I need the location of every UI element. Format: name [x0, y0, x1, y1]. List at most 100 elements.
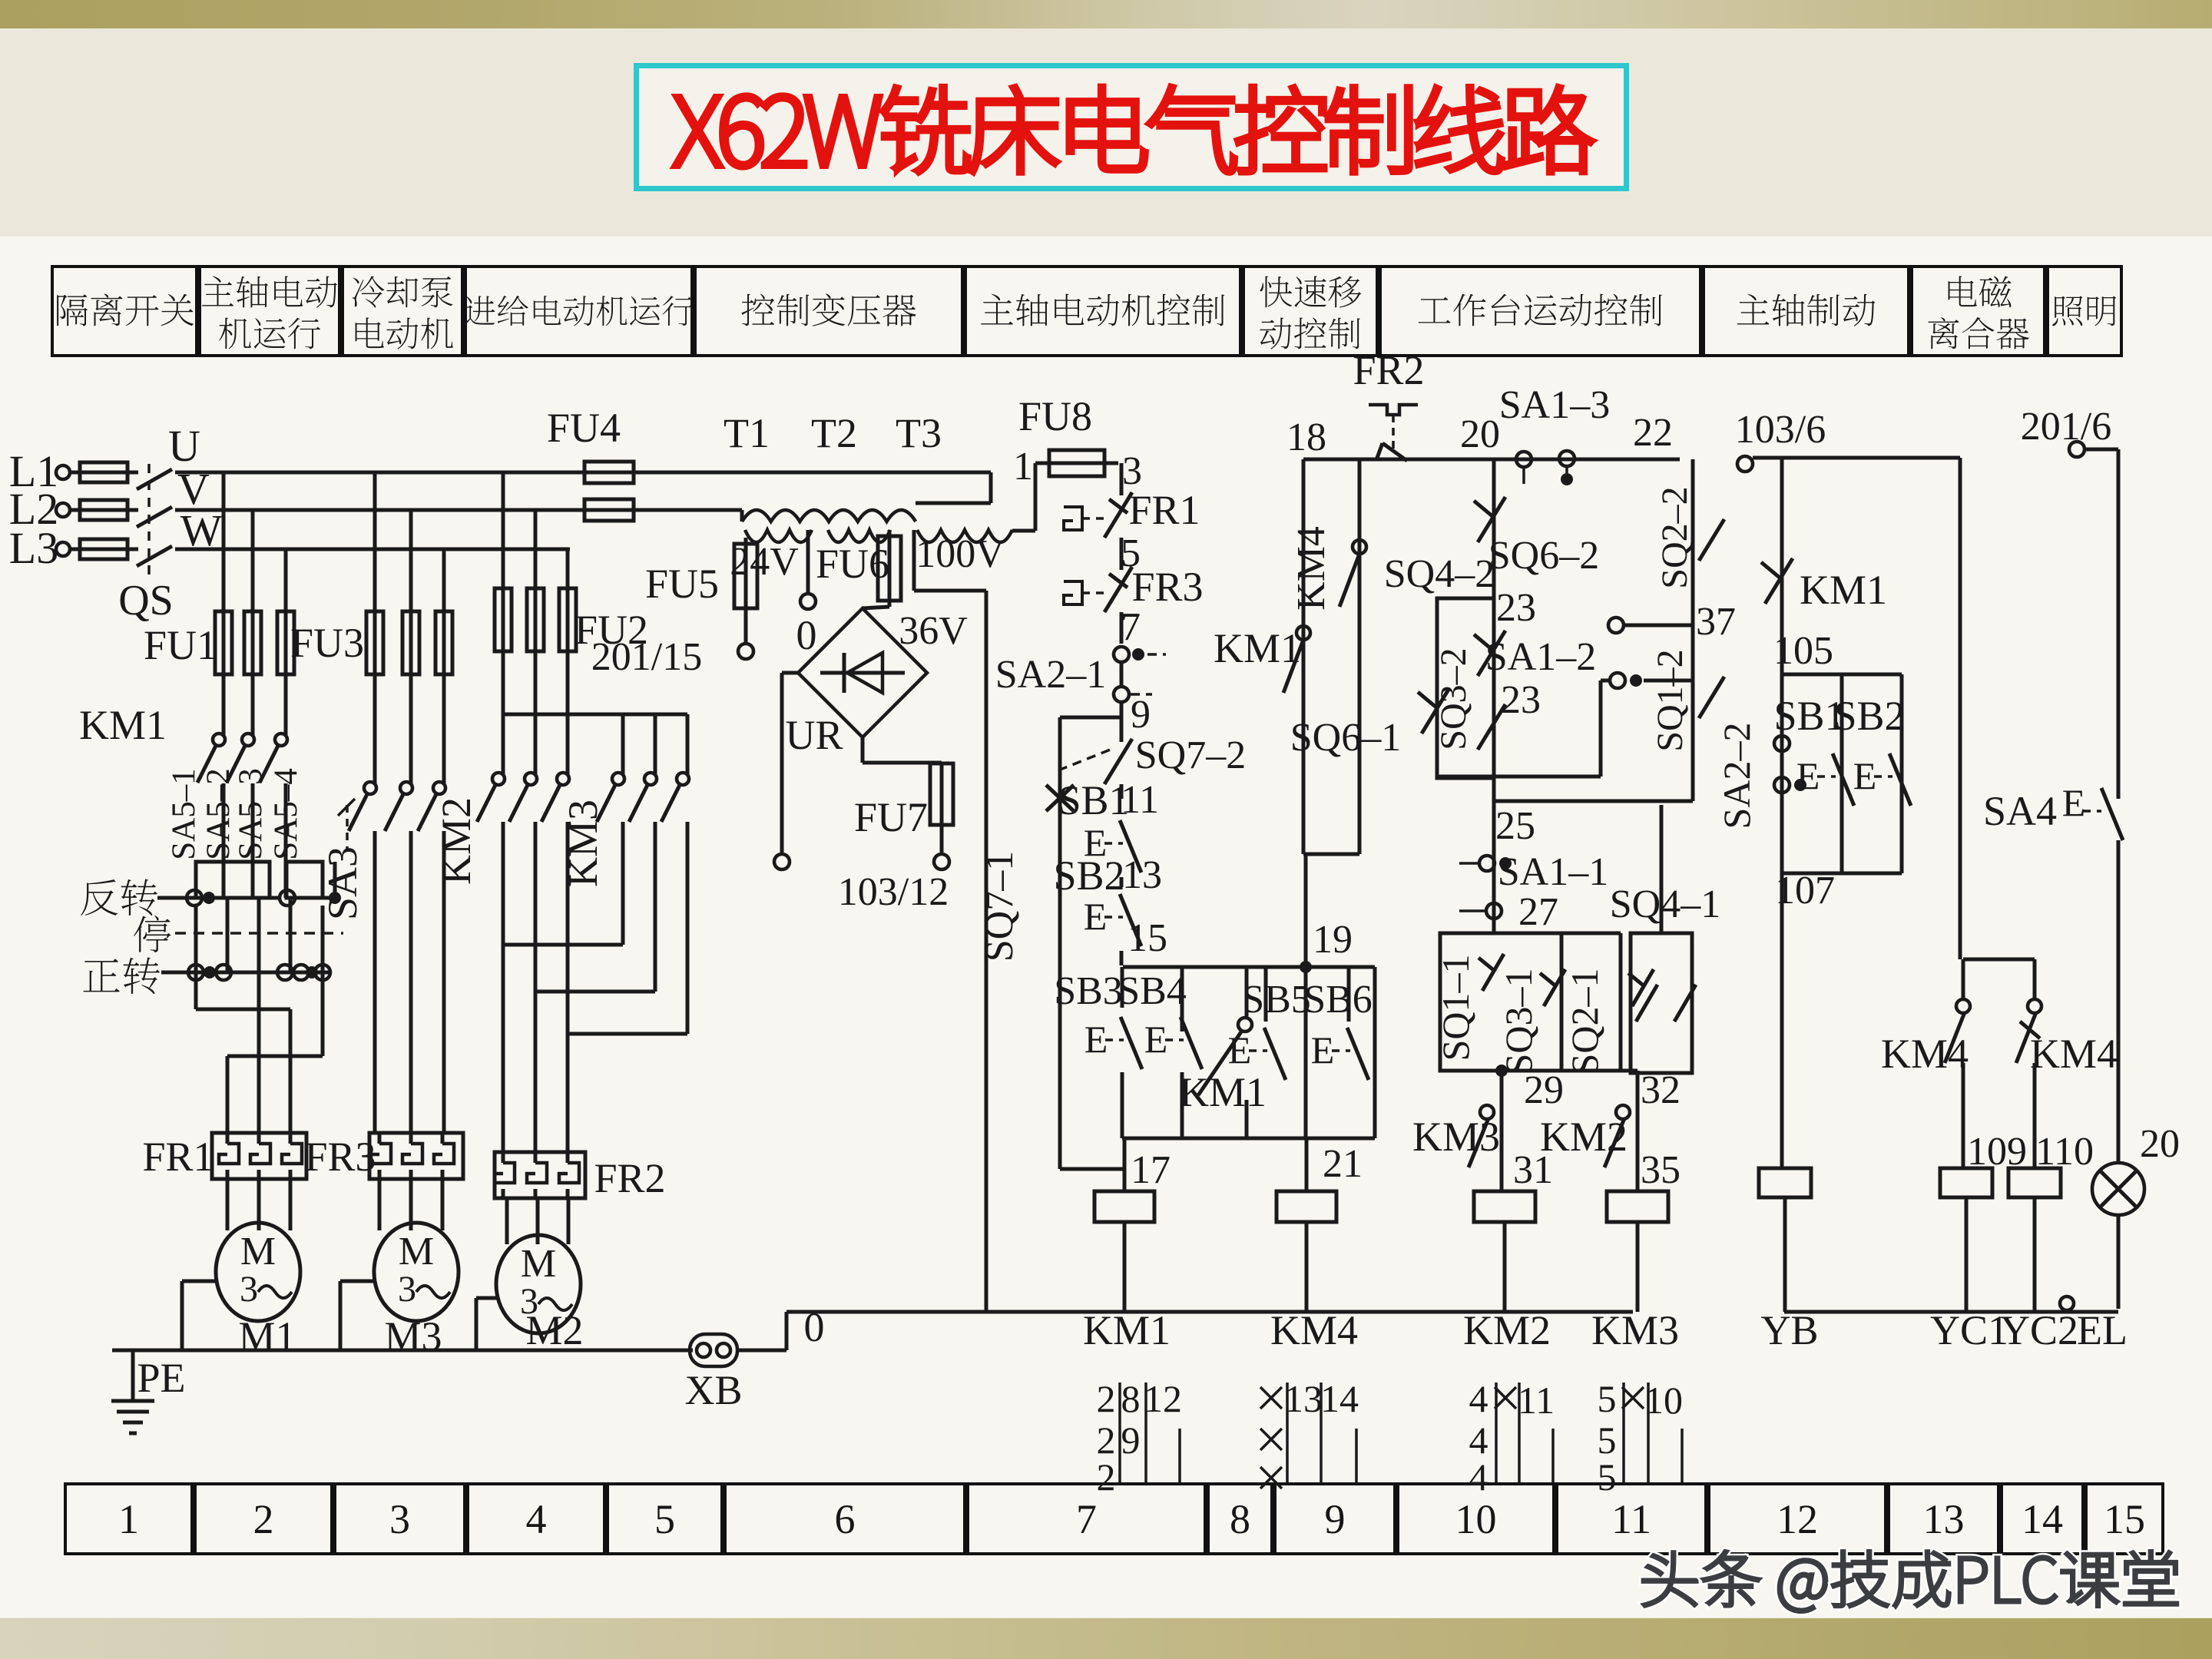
svg-text:E: E: [2062, 781, 2086, 824]
svg-text:20: 20: [1460, 412, 1500, 456]
svg-text:FR1: FR1: [142, 1134, 214, 1180]
svg-text:8: 8: [1121, 1377, 1141, 1420]
svg-text:5: 5: [1598, 1455, 1617, 1498]
svg-text:T2: T2: [811, 410, 857, 456]
svg-text:21: 21: [1323, 1142, 1363, 1186]
svg-text:SQ6–1: SQ6–1: [1290, 716, 1401, 760]
svg-text:V: V: [177, 464, 210, 514]
svg-text:YB: YB: [1760, 1307, 1818, 1353]
svg-text:SA5–1: SA5–1: [166, 768, 202, 859]
svg-text:FU1: FU1: [144, 622, 217, 668]
svg-text:0: 0: [796, 612, 817, 658]
svg-text:100V: 100V: [916, 532, 1005, 576]
svg-text:11: 11: [1518, 1379, 1555, 1422]
svg-text:FR2: FR2: [1353, 347, 1424, 393]
svg-text:4: 4: [1469, 1377, 1488, 1420]
svg-text:32: 32: [1641, 1068, 1681, 1112]
svg-text:FR3: FR3: [1131, 564, 1203, 610]
svg-text:201/15: 201/15: [591, 635, 702, 679]
svg-text:U: U: [168, 421, 200, 471]
svg-text:SA2–1: SA2–1: [995, 653, 1106, 697]
svg-text:SQ1–1: SQ1–1: [1434, 955, 1477, 1061]
svg-text:XB: XB: [684, 1367, 742, 1413]
svg-text:2: 2: [1097, 1377, 1116, 1420]
svg-text:SB1: SB1: [1773, 693, 1845, 739]
svg-text:KM4: KM4: [1270, 1307, 1358, 1353]
svg-text:UR: UR: [785, 712, 843, 758]
svg-text:E: E: [1144, 1018, 1168, 1061]
svg-text:KM1: KM1: [1800, 567, 1887, 613]
svg-text:E: E: [1311, 1028, 1335, 1071]
svg-text:EL: EL: [2077, 1307, 2128, 1353]
svg-text:FU6: FU6: [816, 541, 889, 587]
svg-text:3: 3: [398, 1269, 416, 1310]
svg-text:FU4: FU4: [547, 405, 621, 451]
svg-text:M2: M2: [525, 1307, 583, 1353]
svg-text:27: 27: [1518, 890, 1558, 934]
svg-text:FU5: FU5: [645, 561, 719, 607]
svg-text:7: 7: [1121, 605, 1141, 649]
svg-text:M3: M3: [384, 1313, 442, 1359]
svg-text:KM4: KM4: [1881, 1031, 1969, 1077]
svg-text:YC1: YC1: [1930, 1307, 2008, 1353]
svg-text:3: 3: [1122, 449, 1142, 493]
svg-text:SQ4–1: SQ4–1: [1610, 882, 1720, 926]
svg-text:SA1–3: SA1–3: [1499, 383, 1610, 427]
svg-text:FR2: FR2: [594, 1155, 665, 1201]
svg-text:KM4: KM4: [2030, 1031, 2118, 1077]
svg-text:M: M: [521, 1242, 556, 1286]
svg-text:18: 18: [1286, 416, 1326, 459]
svg-text:KM2: KM2: [1540, 1114, 1628, 1160]
svg-text:KM3: KM3: [1591, 1307, 1679, 1353]
svg-text:17: 17: [1131, 1148, 1171, 1192]
svg-text:201/6: 201/6: [2021, 405, 2111, 449]
svg-text:M: M: [240, 1230, 276, 1273]
svg-text:FU3: FU3: [290, 620, 364, 666]
svg-text:3: 3: [520, 1281, 538, 1322]
svg-text:SA5–4: SA5–4: [268, 768, 304, 859]
svg-text:E: E: [1084, 821, 1108, 864]
svg-text:12: 12: [1144, 1377, 1182, 1420]
svg-text:13: 13: [1284, 1377, 1323, 1420]
svg-text:103/12: 103/12: [838, 870, 949, 914]
svg-text:W: W: [180, 505, 223, 555]
svg-text:105: 105: [1773, 629, 1833, 673]
svg-text:E: E: [1084, 1018, 1108, 1061]
svg-text:KM2: KM2: [1463, 1307, 1551, 1353]
svg-text:KM1: KM1: [1179, 1069, 1267, 1115]
svg-text:E: E: [1084, 895, 1108, 938]
svg-text:22: 22: [1633, 411, 1673, 455]
svg-text:2: 2: [1097, 1419, 1116, 1462]
svg-text:14: 14: [1320, 1377, 1359, 1420]
svg-text:10: 10: [1644, 1379, 1683, 1422]
svg-text:SB2: SB2: [1053, 853, 1124, 899]
svg-text:QS: QS: [118, 577, 174, 624]
svg-text:SA2–2: SA2–2: [1715, 723, 1758, 830]
svg-text:SB5: SB5: [1242, 978, 1311, 1022]
svg-text:T3: T3: [896, 410, 942, 456]
svg-text:35: 35: [1641, 1148, 1681, 1192]
svg-text:9: 9: [1121, 1419, 1141, 1462]
svg-text:19: 19: [1313, 918, 1353, 962]
svg-text:SQ3–2: SQ3–2: [1433, 647, 1474, 750]
svg-text:T1: T1: [724, 410, 770, 456]
svg-text:KM1: KM1: [79, 702, 167, 748]
svg-text:YC2: YC2: [2000, 1307, 2078, 1353]
svg-text:23: 23: [1501, 678, 1541, 722]
svg-text:SA5–3: SA5–3: [233, 768, 269, 859]
svg-text:SQ2–1: SQ2–1: [1563, 969, 1606, 1075]
svg-text:SB1: SB1: [1058, 777, 1129, 823]
svg-text:36V: 36V: [899, 609, 968, 653]
svg-text:SB6: SB6: [1303, 978, 1373, 1022]
svg-text:23: 23: [1496, 586, 1536, 630]
svg-text:L2: L2: [9, 484, 58, 534]
svg-text:M1: M1: [238, 1313, 296, 1359]
svg-text:SQ7–1: SQ7–1: [978, 851, 1022, 962]
svg-text:SA1–1: SA1–1: [1498, 850, 1608, 894]
svg-text:37: 37: [1696, 600, 1736, 644]
svg-text:E: E: [1796, 754, 1820, 797]
svg-text:PE: PE: [137, 1355, 185, 1401]
svg-text:KM1: KM1: [1083, 1307, 1171, 1353]
svg-text:29: 29: [1524, 1068, 1564, 1112]
svg-text:L3: L3: [9, 523, 58, 573]
